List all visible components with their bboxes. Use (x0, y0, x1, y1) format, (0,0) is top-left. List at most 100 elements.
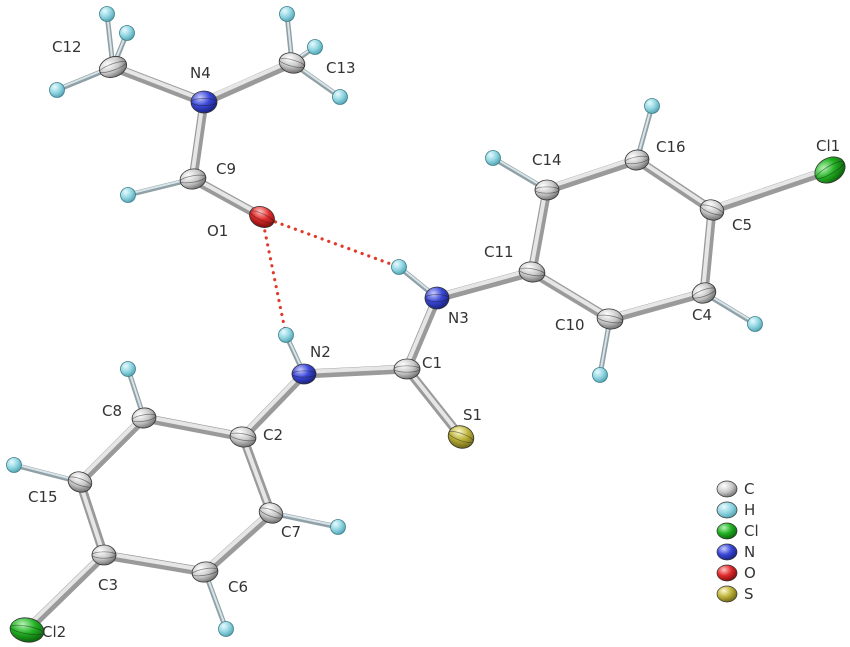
hydrogen-atom-layer (6, 6, 763, 637)
bond-C2-C8 (139, 413, 248, 442)
atom-label-C16: C16 (656, 138, 686, 156)
atom-label-N2: N2 (310, 343, 331, 361)
hydrogen-bond-O1-H_N2 (260, 215, 288, 337)
bond-C14-C16 (542, 155, 642, 195)
legend-item-C: C (716, 480, 754, 498)
legend-label-O: O (744, 564, 756, 582)
hydrogen-atom-H7 (330, 519, 346, 535)
atom-label-C10: C10 (555, 316, 585, 334)
bond-N2-C2 (238, 369, 309, 442)
atom-C13 (278, 52, 306, 74)
atom-C3 (91, 544, 117, 566)
atom-label-N4: N4 (190, 64, 211, 82)
bond-C4-C10 (605, 288, 709, 324)
atom-C6 (191, 561, 219, 583)
atom-label-C4: C4 (692, 306, 712, 324)
atom-S1 (447, 425, 475, 449)
legend-swatch-O (716, 564, 738, 582)
hydrogen-atom-H10 (592, 367, 608, 383)
hydrogen-bond-O1-H_N3 (260, 215, 401, 269)
hydrogen-atom-H9 (120, 187, 136, 203)
legend-item-N: N (716, 543, 755, 561)
hydrogen-atom-H13c (332, 89, 348, 105)
bond-C11-C14 (527, 185, 552, 277)
legend-label-C: C (744, 480, 754, 498)
legend-label-Cl: Cl (744, 522, 759, 540)
legend-item-S: S (716, 585, 754, 603)
atom-C14 (534, 179, 560, 201)
legend-item-O: O (716, 564, 756, 582)
atom-C11 (518, 261, 546, 283)
bond-C10-C11 (527, 267, 615, 324)
legend-label-N: N (744, 543, 755, 561)
hydrogen-atom-H6 (218, 621, 234, 637)
atom-C8 (131, 407, 157, 429)
atom-C12 (99, 56, 127, 78)
legend-swatch-Cl (716, 522, 738, 540)
hydrogen-atom-H12c (119, 25, 135, 41)
hydrogen-atom-H_N3 (391, 259, 407, 275)
bond-C8-C15 (75, 413, 149, 487)
bond-C5-C4 (699, 205, 717, 298)
atom-label-C3: C3 (98, 576, 118, 594)
legend-label-S: S (744, 585, 754, 603)
atom-C1 (393, 358, 421, 380)
hydrogen-atom-H13b (307, 39, 323, 55)
atom-label-C5: C5 (732, 216, 752, 234)
hydrogen-atom-H_N2 (278, 327, 294, 343)
atom-C7 (258, 502, 284, 524)
atom-label-Cl1: Cl1 (816, 137, 840, 155)
hydrogen-atom-H15 (6, 457, 22, 473)
legend-swatch-S (716, 585, 738, 603)
legend-item-Cl: Cl (716, 522, 759, 540)
atom-C16 (624, 149, 650, 171)
atom-label-C9: C9 (216, 160, 236, 178)
atom-C9 (179, 168, 207, 190)
hydrogen-atom-H12a (49, 82, 65, 98)
bond-C16-C5 (632, 155, 717, 215)
atom-Cl2 (9, 617, 45, 643)
hydrogen-atom-H8 (120, 361, 136, 377)
atom-label-C6: C6 (228, 578, 248, 596)
atom-layer (9, 52, 846, 643)
atom-label-C2: C2 (263, 426, 283, 444)
bond-C12-N4 (108, 62, 209, 107)
atom-N2 (291, 363, 317, 385)
atom-label-N3: N3 (448, 309, 469, 327)
bond-C1-S1 (402, 364, 466, 442)
legend-label-H: H (744, 501, 755, 519)
hydrogen-atom-H12b (99, 6, 115, 22)
bond-C7-C2 (238, 432, 276, 518)
atom-C4 (691, 282, 717, 304)
atom-N3 (424, 286, 450, 310)
legend-swatch-H (716, 501, 738, 519)
atom-C10 (596, 308, 624, 330)
atom-C2 (229, 426, 257, 448)
hydrogen-atom-H16 (644, 98, 660, 114)
bond-C1-N2 (299, 364, 412, 379)
bond-C6-C7 (200, 508, 276, 577)
atom-O1 (249, 206, 275, 228)
atom-Cl1 (814, 156, 846, 184)
bond-C3-Cl2 (22, 550, 109, 635)
atom-label-C14: C14 (532, 151, 562, 169)
atom-label-C7: C7 (281, 523, 301, 541)
hydrogen-atom-H14 (485, 150, 501, 166)
atom-label-O1: O1 (207, 222, 228, 240)
legend-item-H: H (716, 501, 755, 519)
atom-N4 (190, 90, 218, 114)
hydrogen-atom-H13a (279, 6, 295, 22)
atom-label-C11: C11 (484, 243, 514, 261)
atom-C15 (67, 471, 93, 493)
bond-C5-Cl1 (707, 165, 835, 215)
atom-label-C15: C15 (28, 488, 58, 506)
hydrogen-atom-H4 (747, 316, 763, 332)
hydrogen-bond-layer (260, 215, 401, 337)
legend-swatch-C (716, 480, 738, 498)
atom-label-Cl2: Cl2 (42, 623, 66, 641)
bond-C3-C6 (99, 550, 210, 577)
atom-C5 (699, 199, 725, 221)
bond-N3-C11 (432, 267, 537, 303)
